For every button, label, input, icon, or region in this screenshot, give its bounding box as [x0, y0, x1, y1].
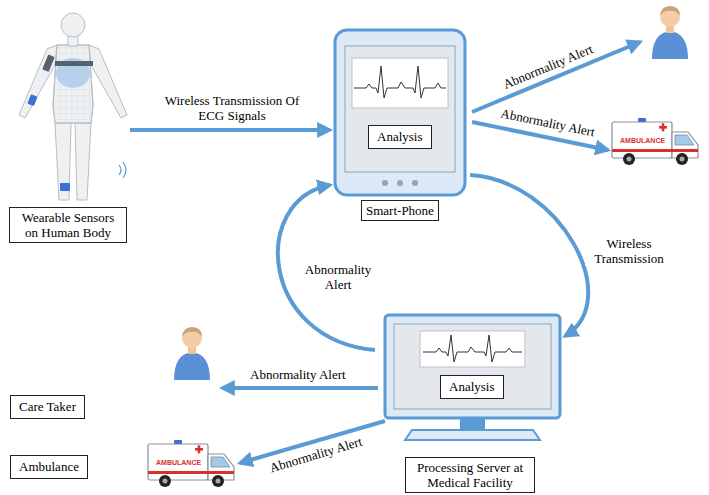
alert-label: Abnormality Alert: [501, 41, 595, 92]
alert-label: Abnormality Alert: [268, 434, 364, 476]
ambulance-box: Ambulance: [10, 455, 88, 479]
processing-server: Processing Server at Medical Facility Ana…: [375, 312, 565, 493]
node-label: Wearable Sensors on Human Body: [9, 207, 127, 243]
server-drawing: [385, 315, 560, 440]
caretaker-icon: [652, 6, 688, 59]
analysis-box: Analysis: [368, 125, 432, 149]
connector-arrow: [130, 128, 330, 132]
box-text: Ambulance: [19, 459, 79, 475]
edge-label: Abnormality Alert: [298, 262, 378, 292]
vehicle-lettering: AMBULANCE: [156, 459, 201, 467]
alert-label: Abnormality Alert: [499, 106, 596, 140]
box-text: Analysis: [449, 379, 495, 395]
ambulance-icon: [148, 440, 234, 487]
human-figure: [19, 13, 127, 200]
caretaker-box: Care Taker: [10, 395, 85, 419]
edge-label: Wireless Transmission: [585, 236, 673, 266]
caretaker-icon: [174, 327, 210, 380]
analysis-box: Analysis: [440, 375, 504, 399]
edge-label: Wireless Transmission Of ECG Signals: [157, 93, 307, 123]
ambulance-icon: [612, 118, 698, 165]
vehicle-lettering: AMBULANCE: [620, 137, 665, 145]
node-label: Processing Server at Medical Facility: [405, 457, 535, 493]
smartphone: Smart-Phone Analysis: [330, 28, 470, 223]
smartphone-drawing: [335, 30, 465, 195]
connector-arrow: [470, 175, 588, 336]
alert-label: Abnormality Alert: [250, 367, 346, 382]
box-text: Care Taker: [19, 399, 76, 415]
node-label: Smart-Phone: [361, 200, 439, 221]
sensor-figure: Wearable Sensors on Human Body: [5, 5, 130, 248]
box-text: Analysis: [377, 129, 423, 145]
